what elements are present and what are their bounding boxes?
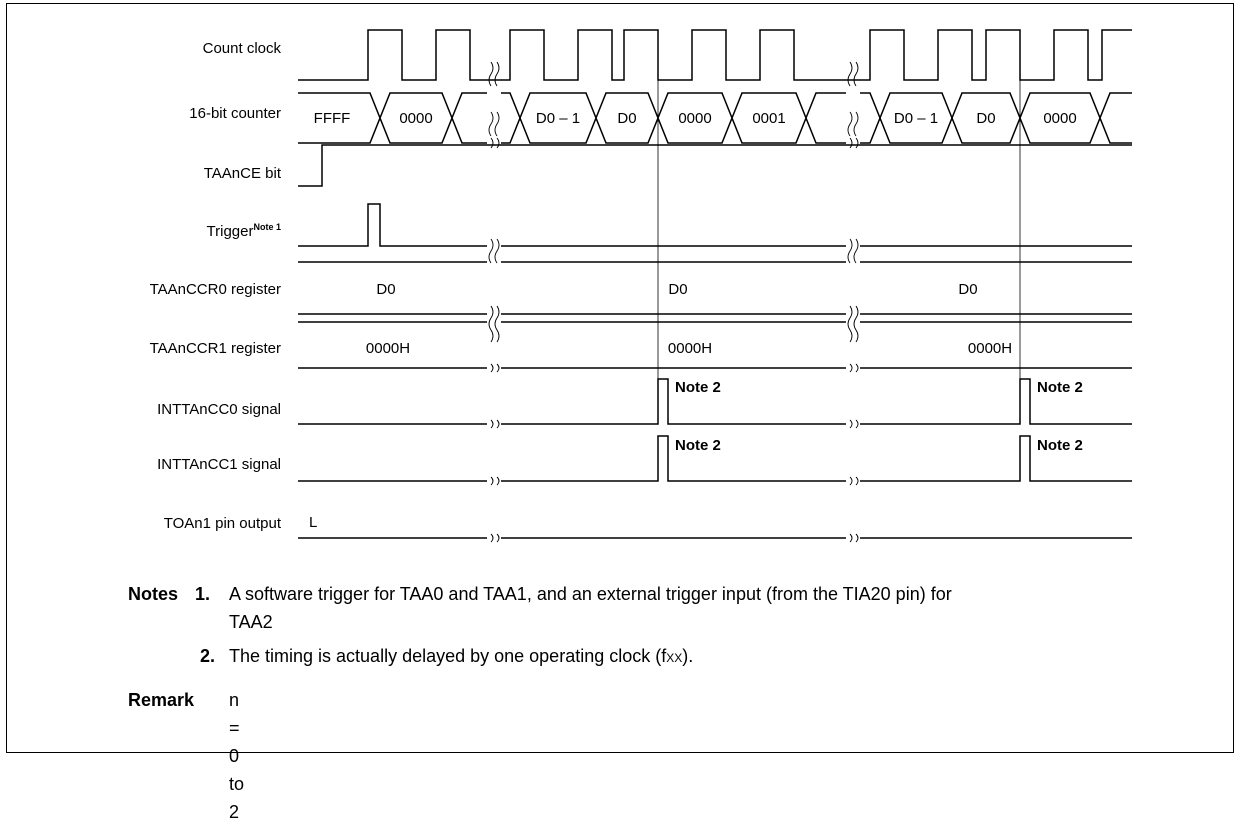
ccr1-value: 0000H xyxy=(366,340,410,357)
label-count-clock: Count clock xyxy=(203,40,282,57)
counter-value: D0 – 1 xyxy=(536,110,580,127)
counter-bus xyxy=(298,92,1132,144)
timing-diagram: Count clock 16-bit counter TAAnCE bit Tr… xyxy=(150,29,1132,543)
remark-text: n = 0 to 2 xyxy=(229,690,245,822)
counter-value: D0 xyxy=(976,110,995,127)
note-2-num: 2. xyxy=(200,646,216,666)
label-ccr0: TAAnCCR0 register xyxy=(150,281,281,298)
note2-label-cc0-b: Note 2 xyxy=(1037,379,1083,396)
note2-label-cc1-a: Note 2 xyxy=(675,437,721,454)
counter-value: D0 xyxy=(617,110,636,127)
label-trigger-sup: Note 1 xyxy=(253,222,281,232)
notes-heading: Notes xyxy=(128,584,179,604)
note2-label-cc1-b: Note 2 xyxy=(1037,437,1083,454)
label-ccr1: TAAnCCR1 register xyxy=(150,340,281,357)
intcc1-path xyxy=(298,435,1132,482)
note-1-num: 1. xyxy=(195,584,211,604)
ccr0-value: D0 xyxy=(668,281,687,298)
ccr0-bus xyxy=(298,261,1132,315)
label-toa: TOAn1 pin output xyxy=(164,515,282,532)
counter-value: FFFF xyxy=(314,110,351,127)
counter-value: 0001 xyxy=(752,110,785,127)
ccr1-value: 0000H xyxy=(668,340,712,357)
label-trigger-text: Trigger xyxy=(207,223,254,240)
ce-bit-wave xyxy=(298,144,1132,187)
toa-level: L xyxy=(309,514,317,531)
label-intcc0: INTTAnCC0 signal xyxy=(157,401,281,418)
trigger-wave xyxy=(298,203,487,247)
note-1-text: A software trigger for TAA0 and TAA1, an… xyxy=(229,584,952,604)
ccr1-bus xyxy=(298,321,1132,369)
note2-label-cc0-a: Note 2 xyxy=(675,379,721,396)
counter-value: 0000 xyxy=(1043,110,1076,127)
diagram-frame xyxy=(6,3,1234,753)
ccr1-value: 0000H xyxy=(968,340,1012,357)
ccr0-value: D0 xyxy=(376,281,395,298)
counter-value: 0000 xyxy=(399,110,432,127)
break-marks xyxy=(488,61,859,543)
note-2-after: ). xyxy=(682,646,694,666)
label-intcc1: INTTAnCC1 signal xyxy=(157,456,281,473)
counter-value: D0 – 1 xyxy=(894,110,938,127)
note-2-text-main: The timing is actually delayed by one op… xyxy=(229,646,667,666)
label-counter: 16-bit counter xyxy=(189,105,281,122)
counter-value: 0000 xyxy=(678,110,711,127)
label-ce-bit: TAAnCE bit xyxy=(204,165,282,182)
note-2-sub: XX xyxy=(666,651,683,665)
label-trigger: TriggerNote 1 xyxy=(207,222,281,240)
remark-heading: Remark xyxy=(128,690,195,710)
intcc0-path xyxy=(501,378,1132,425)
note-2-text: The timing is actually delayed by one op… xyxy=(229,642,693,672)
count-clock-wave xyxy=(298,29,1132,81)
note-1-text-cont: TAA2 xyxy=(229,612,273,632)
ccr0-value: D0 xyxy=(958,281,977,298)
